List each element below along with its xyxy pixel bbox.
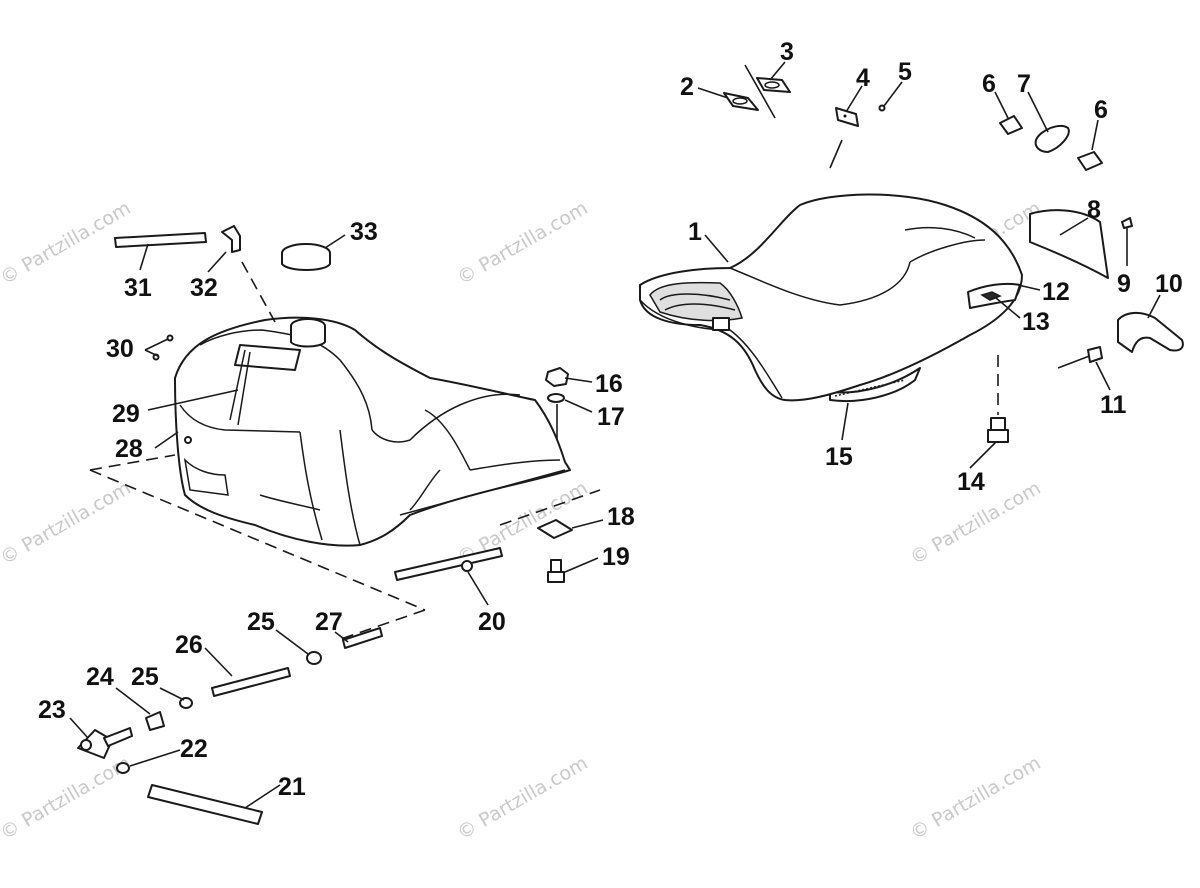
callout-26: 26 [175, 631, 203, 659]
seat-cover-part [639, 193, 1023, 402]
callout-labels: 1 2 3 4 5 6 7 6 8 9 10 11 12 13 14 15 16… [38, 38, 1183, 801]
callout-30: 30 [106, 335, 134, 363]
callout-14: 14 [957, 468, 985, 496]
callout-25: 25 [131, 663, 159, 691]
callout-27: 27 [315, 608, 343, 636]
callout-9: 9 [1117, 270, 1131, 298]
watermark: © Partzilla.com [0, 752, 134, 844]
callout-23: 23 [38, 696, 66, 724]
callout-17: 17 [597, 403, 625, 431]
callout-21: 21 [278, 773, 306, 801]
callout-2: 2 [680, 73, 694, 101]
callout-6: 6 [982, 70, 996, 98]
callout-24: 24 [86, 663, 114, 691]
seat-assembly [639, 193, 1023, 402]
callout-19: 19 [602, 543, 630, 571]
callout-18: 18 [607, 503, 635, 531]
callout-7: 7 [1017, 70, 1031, 98]
callout-31: 31 [124, 274, 152, 302]
callout-25b: 25 [247, 608, 275, 636]
callout-33: 33 [350, 218, 378, 246]
callout-20: 20 [478, 608, 506, 636]
watermark: © Partzilla.com [454, 197, 592, 289]
callout-15: 15 [825, 443, 853, 471]
fuel-line-parts [77, 627, 383, 825]
callout-8: 8 [1087, 196, 1101, 224]
callout-28: 28 [115, 435, 143, 463]
callout-29: 29 [112, 400, 140, 428]
watermark: © Partzilla.com [907, 752, 1045, 844]
watermark: © Partzilla.com [0, 477, 134, 569]
callout-1: 1 [688, 218, 702, 246]
callout-5: 5 [898, 58, 912, 86]
callout-12: 12 [1042, 278, 1070, 306]
callout-22: 22 [180, 735, 208, 763]
callout-3: 3 [780, 38, 794, 66]
leader-lines [69, 61, 1161, 809]
fuel-tank-assembly [89, 225, 601, 641]
callout-6b: 6 [1094, 96, 1108, 124]
callout-11: 11 [1100, 391, 1127, 419]
callout-10: 10 [1155, 270, 1183, 298]
callout-16: 16 [595, 370, 623, 398]
callout-13: 13 [1022, 308, 1050, 336]
watermark: © Partzilla.com [454, 752, 592, 844]
seat-hardware [723, 64, 1184, 443]
watermark: © Partzilla.com [0, 197, 134, 289]
callout-32: 32 [190, 274, 218, 302]
callout-4: 4 [856, 64, 870, 92]
